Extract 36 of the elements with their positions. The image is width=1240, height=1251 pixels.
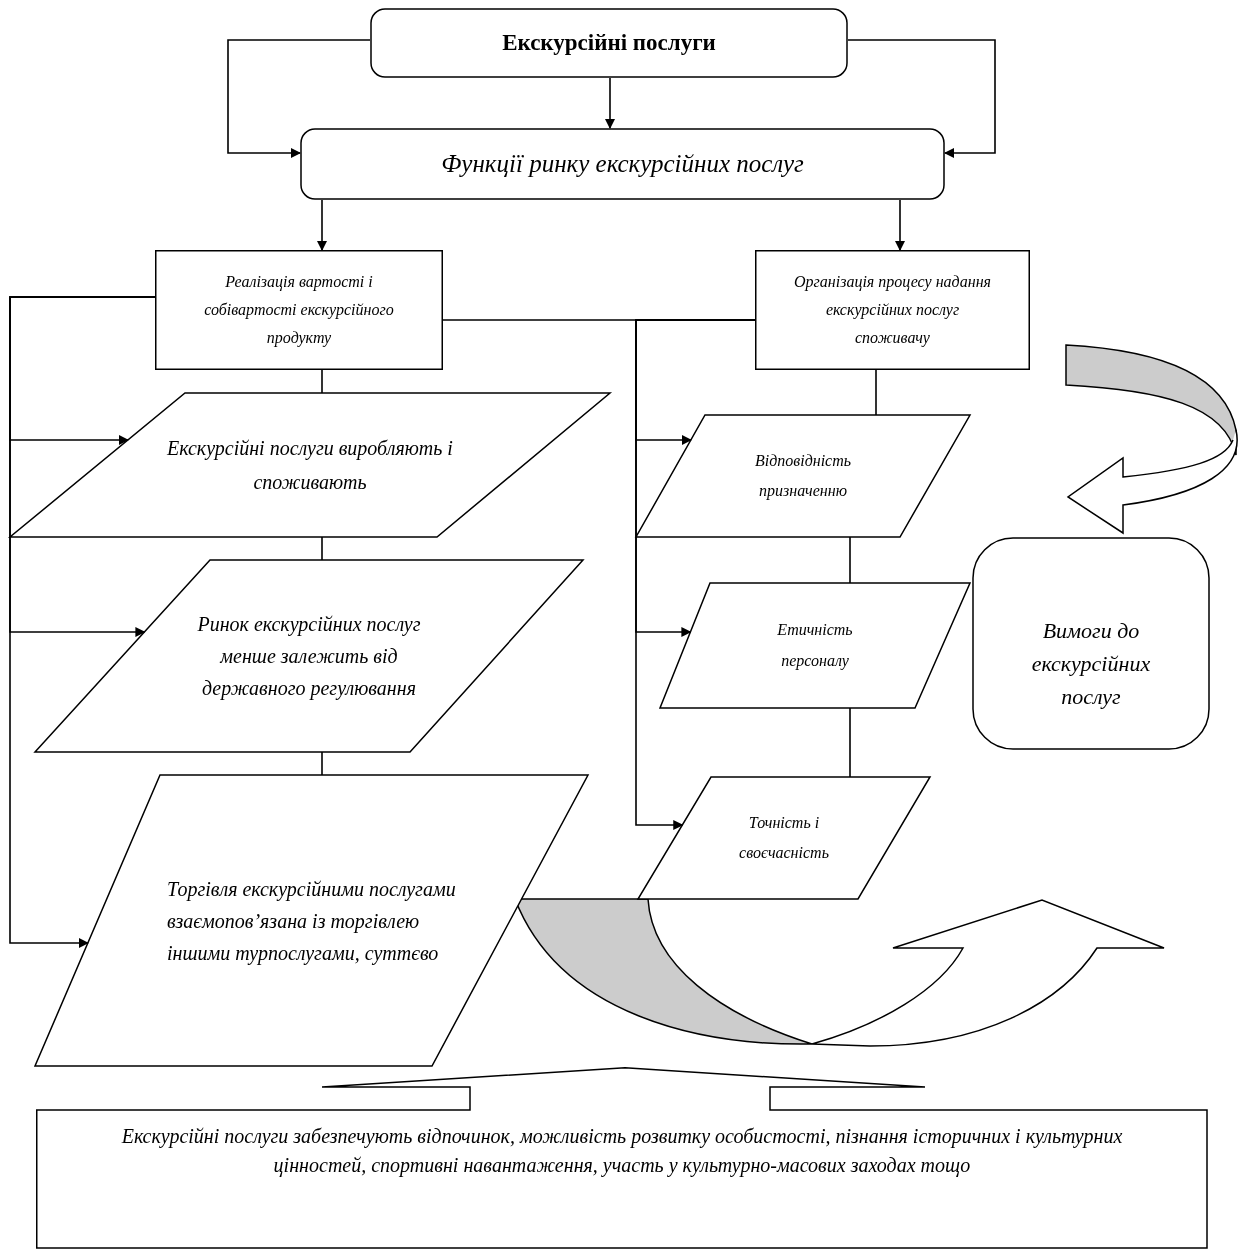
node-text: Реалізація вартості і собівартості екскурсійного продукту [203,272,395,349]
rounded-box [370,8,848,78]
node-text: Функції ринку екскурсійних послуг [441,149,804,180]
node-text: Організація процесу надання екскурсійних послуг споживачу [793,272,992,349]
parallelogram-box [636,415,970,537]
node-text: Відповідність призначенню [753,450,853,502]
connector-line [321,369,323,394]
node-text: Торгівля екскурсійними послугами взаємопов’язана із торгівлею іншими турпослугами, суттєво [167,876,457,967]
arrow [317,199,327,251]
parallelogram-box [638,777,930,899]
node-text: Екскурсійні послуги [502,28,716,57]
parallelogram-box [35,775,588,1066]
arrow [895,199,905,251]
process-box [155,250,443,370]
node-text: Етичність персоналу [776,620,854,672]
connector-line [875,369,877,416]
connector-line [849,536,851,584]
parallelogram-box [660,583,970,708]
arrow [9,296,156,948]
arrow [847,39,996,158]
parallelogram-box [35,560,583,752]
node-text: Екскурсійні послуги забезпечують відпочинок, можливість розвитку особистості, пізнання історичних і культурних цінностей, спортивні навантаження, участь у культурно-масових заходах тощо [120,1124,1124,1179]
node-text: Точність і своєчасність [738,812,830,863]
node-text: Ринок екскурсійних послуг менше залежить від державного регулювання [196,612,422,702]
process-box [755,250,1030,370]
callout-box [36,1067,1208,1249]
parallelogram-box [10,393,610,537]
node-text: Вимоги до екскурсійних послуг [1030,617,1152,711]
connector-line [321,751,323,776]
node-text: Екскурсійні послуги виробляють і споживають [166,436,454,495]
arrow [605,77,615,129]
arrow [227,39,371,158]
rounded-box [972,537,1210,750]
connector-line [321,536,323,561]
rounded-box [300,128,945,200]
connector-line [849,707,851,778]
